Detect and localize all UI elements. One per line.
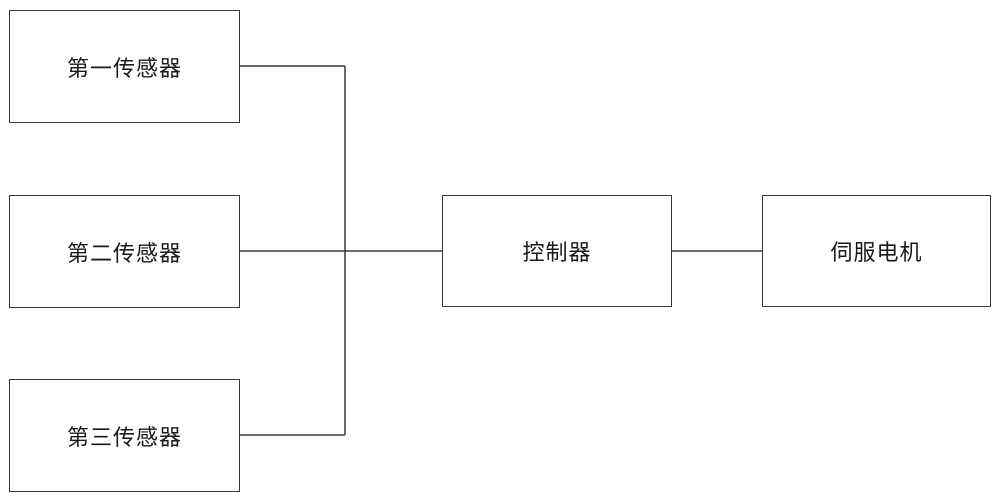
node-second-sensor-label: 第二传感器 xyxy=(66,241,182,267)
node-first-sensor-label: 第一传感器 xyxy=(66,56,182,82)
node-third-sensor-label: 第三传感器 xyxy=(66,425,182,451)
node-first-sensor: 第一传感器 xyxy=(9,10,240,123)
node-servo-motor-label: 伺服电机 xyxy=(830,241,923,266)
node-second-sensor: 第二传感器 xyxy=(9,195,240,308)
node-servo-motor: 伺服电机 xyxy=(762,195,991,307)
node-third-sensor: 第三传感器 xyxy=(9,379,240,492)
node-controller-label: 控制器 xyxy=(522,241,592,266)
node-controller: 控制器 xyxy=(442,195,672,307)
